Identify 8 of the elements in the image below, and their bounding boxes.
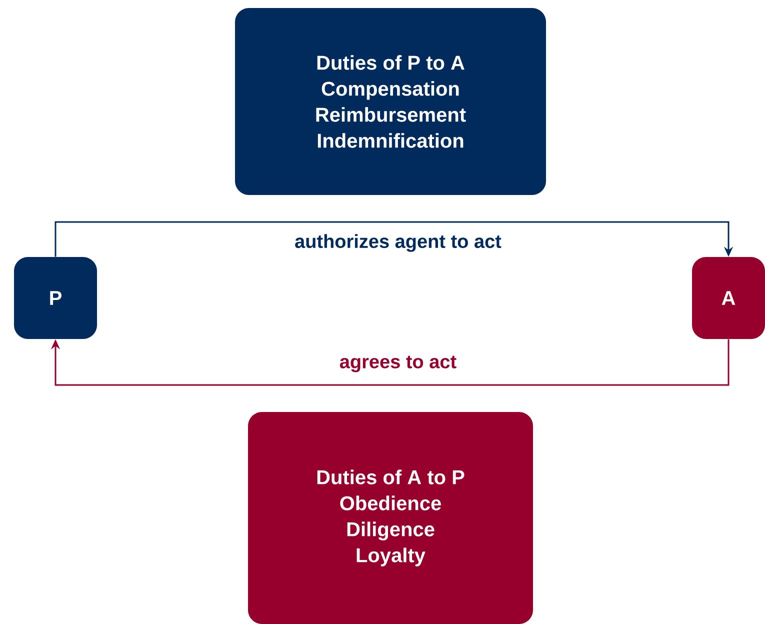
arrow [54,221,734,257]
principal-box: A [692,257,765,339]
edge-label: agrees to act [337,354,459,374]
duties-box: Duties of P to A Compensation Reimbursement Indemnification [235,8,546,195]
edge-label: authorizes agent to act [292,232,504,254]
duties-box: Duties of A to P Obedience Diligence Loyalty [248,412,533,624]
principal-box: P [14,257,97,339]
arrow [50,339,730,386]
